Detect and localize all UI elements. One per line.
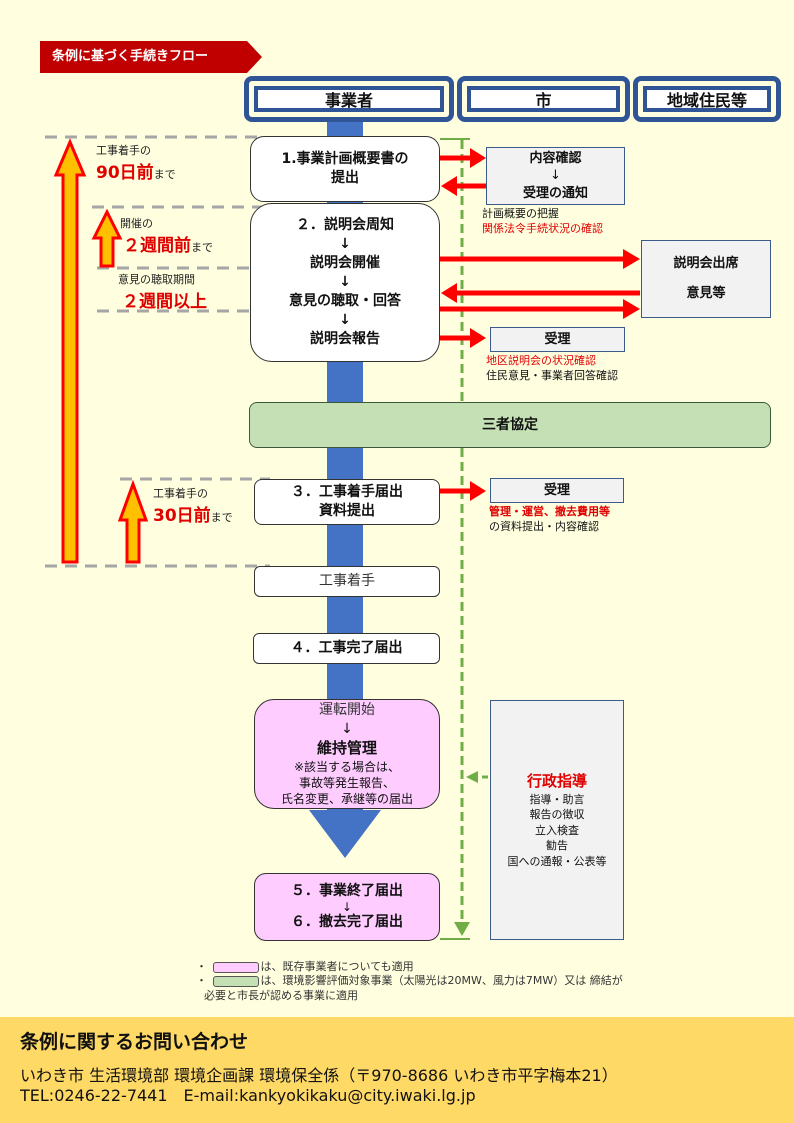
- main-flow-arrowhead: [309, 810, 381, 858]
- legend: ・ は、既存事業者についても適用 ・ は、環境影響評価対象事業（太陽光は20MW…: [196, 960, 766, 1003]
- city-review-note2: 関係法令手続状況の確認: [482, 221, 603, 235]
- legend-green: ・ は、環境影響評価対象事業（太陽光は20MW、風力は7MW）又は 締結が: [196, 974, 766, 988]
- lane-label-business: 事業者: [254, 86, 444, 112]
- maintenance-label: 維持管理: [316, 739, 377, 758]
- legend-green-text: は、環境影響評価対象事業（太陽光は20MW、風力は7MW）又は 締結が: [260, 974, 623, 988]
- tripartite-agreement-label: 三者協定: [482, 416, 538, 433]
- timeline-arrow-90d: [53, 138, 87, 564]
- step-1-line2: 提出: [331, 170, 359, 186]
- maintenance-note3: 氏名変更、承継等の届出: [280, 792, 413, 807]
- timeline-90d-suffix: まで: [153, 168, 176, 181]
- city-review-line2: 受理の通知: [522, 185, 588, 201]
- arrow-down-icon: ↓: [550, 168, 561, 184]
- contact-phone-email[interactable]: TEL:0246-22-7441 E-mail:kankyokikaku@cit…: [20, 1086, 476, 1105]
- city-accept2-note2: の資料提出・内容確認: [489, 519, 599, 533]
- guidance-item: 指導・助言: [529, 793, 585, 807]
- lane-header-business: 事業者: [244, 76, 454, 122]
- city-accept2-note1: 管理・運営、撤去費用等: [489, 505, 610, 518]
- city-review-line1: 内容確認: [529, 150, 582, 166]
- city-accept-box-2: 受理: [490, 478, 624, 503]
- maintenance-note1: ※該当する場合は、: [293, 759, 401, 774]
- timeline-30d-value: 30日前: [153, 506, 211, 526]
- step-6-label: ６．撤去完了届出: [291, 914, 403, 930]
- timeline-2w-suffix: まで: [191, 241, 213, 254]
- legend-green-text-2: 必要と市長が認める事業に適用: [204, 988, 358, 1002]
- step-2-line3: 意見の聴取・回答: [289, 292, 401, 309]
- administrative-guidance-box: 行政指導 指導・助言 報告の徴収 立入検査 勧告 国への通報・公表等: [490, 700, 624, 940]
- residents-attend: 説明会出席: [673, 256, 739, 272]
- timeline-2w-label: 開催の: [120, 217, 153, 230]
- timeline-2w: ２週間前まで: [123, 231, 213, 256]
- guidance-item: 報告の徴収: [529, 808, 585, 822]
- timeline-90d-value: 90日前: [96, 163, 154, 183]
- legend-bullet: ・: [196, 974, 207, 988]
- step-3-construction-notice: ３．工事着手届出 資料提出: [254, 479, 440, 525]
- maintenance-note2: 事故等発生報告、: [298, 775, 395, 790]
- guidance-item: 勧告: [546, 839, 568, 853]
- step-2-line1: ２．説明会周知: [296, 217, 394, 234]
- step-4-completion-notice: ４．工事完了届出: [253, 633, 440, 664]
- city-review-box: 内容確認 ↓ 受理の通知: [486, 147, 625, 205]
- arrow-down-icon: ↓: [339, 236, 351, 253]
- step-5-label: ５．事業終了届出: [291, 883, 403, 900]
- contact-address: いわき市 生活環境部 環境企画課 環境保全係（〒970-8686 いわき市平字梅…: [20, 1066, 618, 1085]
- arrow-down-icon: ↓: [341, 720, 353, 737]
- legend-bullet: ・: [196, 960, 207, 973]
- residents-box: 説明会出席 意見等: [641, 240, 771, 318]
- operation-start-label: 運転開始: [319, 701, 375, 718]
- timeline-90d: 90日前まで: [96, 158, 176, 183]
- hearing-period-label: 意見の聴取期間: [118, 273, 195, 286]
- city-review-note1: 計画概要の把握: [482, 207, 559, 220]
- city-accept1-note1: 地区説明会の状況確認: [486, 354, 596, 367]
- timeline-2w-value: ２週間前: [123, 236, 191, 256]
- legend-green-swatch: [212, 975, 259, 987]
- step-4-label: ４．工事完了届出: [290, 640, 403, 657]
- city-accept2-label: 受理: [543, 482, 570, 498]
- operation-maintenance: 運転開始 ↓ 維持管理 ※該当する場合は、 事故等発生報告、 氏名変更、承継等の…: [254, 699, 440, 809]
- construction-start-label: 工事着手: [319, 573, 375, 590]
- lane-label-city: 市: [467, 86, 620, 112]
- lane-label-residents: 地域住民等: [643, 86, 771, 112]
- guidance-down-arrowhead: [454, 922, 470, 936]
- step-3-line1: ３．工事着手届出: [291, 484, 403, 501]
- timeline-arrow-2w: [91, 208, 123, 268]
- hearing-period-value: ２週間以上: [122, 292, 207, 312]
- lane-header-city: 市: [457, 76, 630, 122]
- step-1-plan-submission: 1.事業計画概要書の 提出: [250, 136, 440, 202]
- lane-header-residents: 地域住民等: [633, 76, 781, 122]
- legend-pink-text: は、既存事業者についても適用: [260, 960, 414, 973]
- arrow-down-icon: ↓: [341, 900, 353, 914]
- guidance-item: 立入検査: [535, 823, 579, 837]
- timeline-30d-suffix: まで: [210, 511, 233, 524]
- step-3-line2: 資料提出: [319, 503, 375, 519]
- timeline-30d-label: 工事着手の: [153, 487, 208, 500]
- city-accept1-note2: 住民意見・事業者回答確認: [486, 368, 618, 382]
- city-accept1-label: 受理: [544, 331, 571, 347]
- guidance-item: 国への通報・公表等: [507, 854, 607, 868]
- flow-title-tag: 条例に基づく手続きフロー: [40, 41, 262, 73]
- timeline-arrow-30d: [117, 479, 149, 564]
- guidance-title: 行政指導: [526, 772, 587, 791]
- step-5-6-termination: ５．事業終了届出 ↓ ６．撤去完了届出: [254, 873, 440, 941]
- guidance-left-arrowhead: [466, 771, 478, 783]
- arrow-down-icon: ↓: [339, 311, 351, 328]
- tripartite-agreement: 三者協定: [249, 402, 771, 448]
- city-accept2-notes: 管理・運営、撤去費用等 の資料提出・内容確認: [489, 505, 610, 535]
- construction-start: 工事着手: [254, 566, 440, 597]
- step-2-line2: 説明会開催: [310, 255, 380, 272]
- residents-opinion: 意見等: [686, 286, 726, 302]
- city-accept1-notes: 地区説明会の状況確認 住民意見・事業者回答確認: [486, 354, 618, 384]
- step-2-briefing: ２．説明会周知 ↓ 説明会開催 ↓ 意見の聴取・回答 ↓ 説明会報告: [250, 203, 440, 362]
- timeline-30d: 30日前まで: [153, 501, 233, 526]
- city-review-notes: 計画概要の把握 関係法令手続状況の確認: [482, 207, 603, 237]
- legend-pink-swatch: [212, 961, 259, 973]
- contact-footer: 条例に関するお問い合わせ いわき市 生活環境部 環境企画課 環境保全係（〒970…: [0, 1017, 794, 1123]
- contact-heading: 条例に関するお問い合わせ: [20, 1031, 249, 1053]
- city-accept-box-1: 受理: [490, 327, 625, 352]
- legend-pink: ・ は、既存事業者についても適用: [196, 960, 766, 974]
- step-1-line1: 1.事業計画概要書の: [281, 151, 409, 168]
- step-2-line4: 説明会報告: [310, 330, 380, 347]
- arrow-down-icon: ↓: [339, 274, 351, 291]
- timeline-90d-label: 工事着手の: [96, 144, 151, 157]
